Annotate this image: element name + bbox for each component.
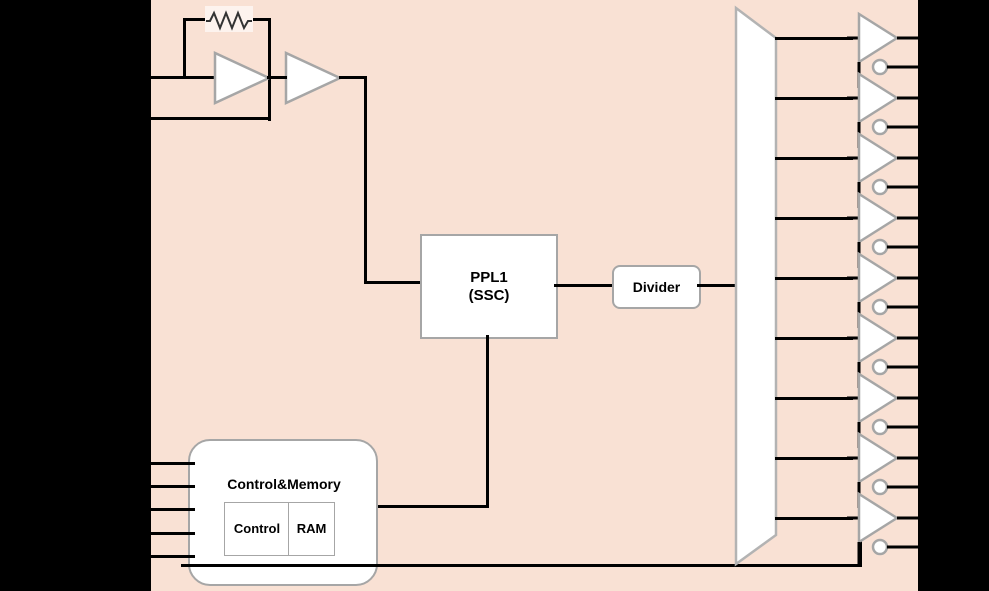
pin-wire-i2c-3 xyxy=(151,508,195,511)
osc-output-drop xyxy=(364,76,367,283)
pll-control-wire xyxy=(374,505,489,508)
osc-output-wire xyxy=(339,76,367,79)
block-divider[interactable]: Divider xyxy=(612,265,701,309)
pin-wire-i2c-2 xyxy=(151,485,195,488)
fanout-tap-wire-2 xyxy=(775,97,853,100)
block-pll1-label-line2: (SSC) xyxy=(468,286,510,304)
output-buffer-2[interactable] xyxy=(847,70,989,149)
output-buffer-7[interactable] xyxy=(847,370,989,449)
block-pll1-label-line1: PPL1 xyxy=(470,269,508,287)
pll-to-divider-wire xyxy=(554,284,612,287)
output-buffer-3[interactable] xyxy=(847,130,989,209)
osc-resistor-left-lead xyxy=(183,18,208,21)
pin-wire-i2c-4 xyxy=(151,532,195,535)
output-buffer-8[interactable] xyxy=(847,430,989,509)
pin-wire-i2c-1 xyxy=(151,462,195,465)
fanout-tap-wire-1 xyxy=(775,37,853,40)
output-buffer-4[interactable] xyxy=(847,190,989,269)
osc-resistor-right-lead xyxy=(251,18,271,21)
fanout-tap-wire-4 xyxy=(775,217,853,220)
fanout-tap-wire-5 xyxy=(775,277,853,280)
osc-feedback-right-drop xyxy=(268,18,271,121)
output-buffer-6[interactable] xyxy=(847,310,989,389)
divider-to-fanout-wire xyxy=(697,284,739,287)
fanout-tap-wire-7 xyxy=(775,397,853,400)
block-divider-label: Divider xyxy=(632,278,681,295)
output-buffer-1[interactable] xyxy=(847,10,989,89)
fanout-tap-wire-3 xyxy=(775,157,853,160)
fanout-tap-wire-8 xyxy=(775,457,853,460)
pll-input-wire xyxy=(364,281,422,284)
pll-control-drop xyxy=(486,335,489,508)
block-ram-label: RAM xyxy=(296,520,327,536)
osc-feedback-left-riser xyxy=(183,18,186,78)
block-control-label: Control xyxy=(233,520,281,536)
oscillator-inverter-1 xyxy=(213,51,272,105)
output-buffer-5[interactable] xyxy=(847,250,989,329)
output-buffer-9[interactable] xyxy=(847,490,989,566)
block-control[interactable]: Control xyxy=(224,502,290,556)
bottom-bus-wire xyxy=(181,564,862,567)
pin-wire-xin xyxy=(151,76,269,79)
fanout-tap-wire-6 xyxy=(775,337,853,340)
block-ram[interactable]: RAM xyxy=(288,502,335,556)
feedback-resistor-symbol xyxy=(205,6,253,32)
block-pll1[interactable]: PPL1 (SSC) xyxy=(420,234,558,339)
fanout-mux[interactable] xyxy=(733,4,781,571)
osc-return-wire xyxy=(151,117,271,120)
pin-wire-i2c-5 xyxy=(151,555,195,558)
fanout-tap-wire-9 xyxy=(775,517,853,520)
block-control-memory-label: Control&Memory xyxy=(227,476,341,492)
chip-boundary-panel: PPL1 (SSC) Divider Control&Memory Contro… xyxy=(151,0,989,591)
osc-interstage-wire xyxy=(267,76,287,79)
oscillator-inverter-2 xyxy=(284,51,343,105)
